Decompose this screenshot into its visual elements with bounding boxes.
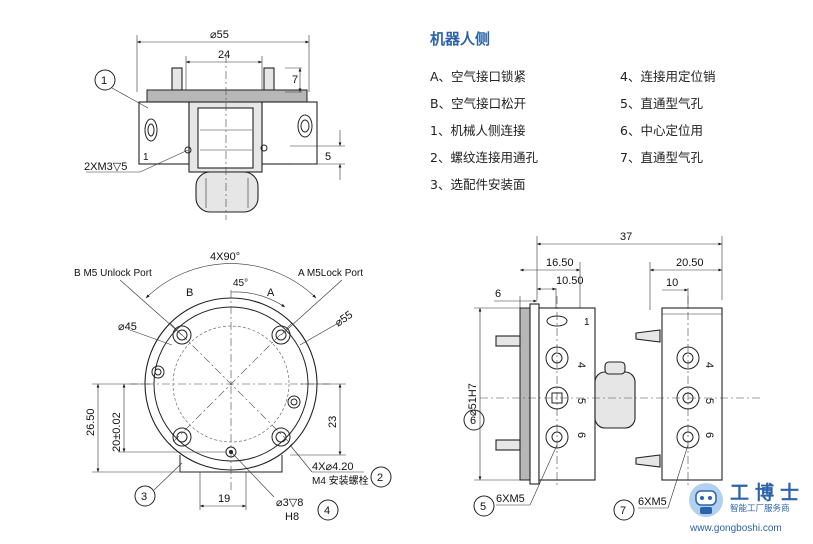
pin-note-line2: H8 — [285, 511, 299, 523]
dim-2050: 20.50 — [676, 257, 704, 269]
dim-19: 19 — [218, 493, 230, 505]
callout-5: 5 — [480, 501, 486, 513]
right-port-6: 6 — [703, 432, 715, 438]
legend-item-4: 4、连接用定位销 — [620, 69, 716, 84]
dim-6: 6 — [495, 288, 501, 300]
left-port-4: 4 — [575, 362, 587, 368]
dim-23: 23 — [327, 416, 339, 428]
right-port-4: 4 — [703, 362, 715, 368]
letter-b: B — [186, 287, 193, 299]
legend-item-1: 1、机械人侧连接 — [430, 123, 526, 138]
legend-item-3: 3、选配件安装面 — [430, 177, 526, 192]
left-port-5: 5 — [575, 398, 587, 404]
watermark-url: www.gongboshi.com — [690, 523, 782, 534]
left-port-6: 6 — [575, 432, 587, 438]
thread-right: 6XM5 — [638, 496, 667, 508]
dia55-label: ⌀55 — [333, 309, 355, 330]
callout-7: 7 — [620, 505, 626, 517]
robot-logo-icon — [689, 483, 723, 517]
legend-item-6: 6、中心定位用 — [620, 123, 703, 138]
top-view: ⌀55 24 7 1 — [84, 29, 345, 220]
angle-45: 45° — [233, 278, 248, 289]
dim-top-diameter: ⌀55 — [210, 29, 229, 41]
dim-top-bottom-height: 5 — [325, 151, 331, 163]
hole-note-line2: M4 安装螺栓 — [312, 474, 369, 487]
legend-item-5: 5、直通型气孔 — [620, 96, 703, 111]
right-port-5: 5 — [703, 398, 715, 404]
legend-title: 机器人侧 — [430, 30, 491, 48]
dim-20: 20±0.02 — [111, 412, 123, 452]
dim-2650: 26.50 — [85, 408, 97, 436]
dim-10: 10 — [666, 277, 678, 289]
hole-note-line1: 4X⌀4.20 — [312, 461, 354, 473]
angle-label: 4X90° — [210, 251, 240, 263]
thread-note: 2XM3▽5 — [84, 161, 127, 173]
callout-4: 4 — [324, 505, 330, 517]
dim-top-height: 7 — [292, 74, 298, 86]
dia51-label: ⌀51H7 — [467, 383, 479, 416]
dim-37: 37 — [620, 231, 632, 243]
legend-item-a: A、空气接口锁紧 — [430, 69, 527, 84]
thread-left: 6XM5 — [496, 493, 525, 505]
dim-top-width: 24 — [218, 49, 230, 61]
top-body-label-1: 1 — [143, 152, 149, 163]
dim-1650: 16.50 — [546, 257, 574, 269]
dim-1050: 10.50 — [556, 275, 584, 287]
legend-item-2: 2、螺纹连接用通孔 — [430, 150, 538, 165]
letter-a: A — [267, 287, 275, 299]
legend-item-b: B、空气接口松开 — [430, 96, 527, 111]
callout-6: 6 — [470, 415, 476, 427]
a-port-label: A M5Lock Port — [298, 268, 363, 279]
b-port-label: B M5 Unlock Port — [74, 268, 152, 279]
watermark-brand: 工博士 — [730, 482, 806, 504]
legend-item-7: 7、直通型气孔 — [620, 150, 703, 165]
callout-2: 2 — [377, 472, 383, 484]
watermark-subtitle: 智能工厂服务商 — [730, 504, 790, 514]
side-view: 37 16.50 10.50 6 20.50 10 1 4 5 — [463, 231, 760, 521]
pin-note-line1: ⌀3▽8 — [276, 497, 303, 509]
front-view: 4X90° B M5 Unlock Port A M5Lock Port B A… — [74, 251, 392, 523]
callout-1: 1 — [101, 75, 107, 87]
dia45-label: ⌀45 — [118, 321, 137, 333]
side-port-label-1: 1 — [584, 317, 590, 328]
callout-3: 3 — [141, 491, 147, 503]
